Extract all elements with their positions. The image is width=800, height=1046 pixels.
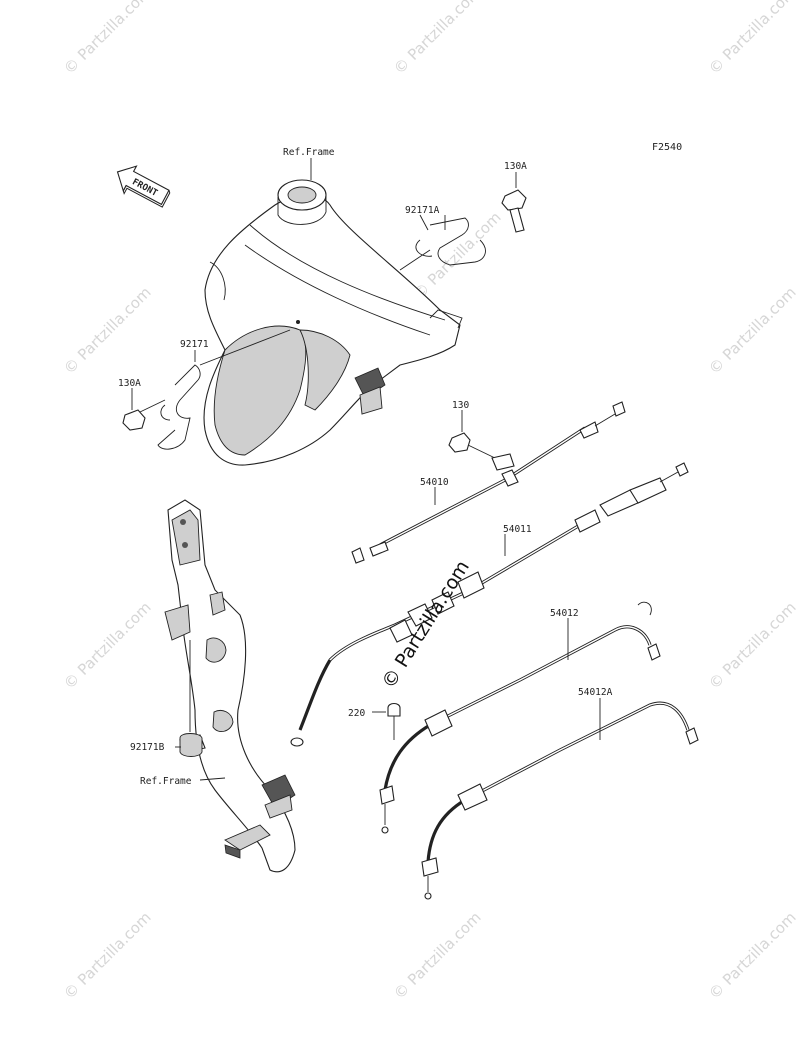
bolt-130 <box>448 410 515 471</box>
part-220 <box>372 702 401 740</box>
watermark: © Partzilla.com <box>705 0 800 78</box>
label-130A-right: 130A <box>504 161 527 172</box>
label-130A-left: 130A <box>118 378 141 389</box>
front-arrow: FRONT <box>116 165 171 208</box>
bolt-130A-left <box>122 399 166 431</box>
leader-lines <box>131 158 601 781</box>
label-54012: 54012 <box>550 608 579 619</box>
watermark: © Partzilla.com <box>60 0 155 78</box>
bolt-130A-right <box>501 172 527 233</box>
clamp-92171A <box>399 215 486 271</box>
watermark: © Partzilla.com <box>390 908 485 1003</box>
label-220: 220 <box>348 708 365 719</box>
label-ref-frame-top: Ref.Frame <box>283 147 335 158</box>
watermark: © Partzilla.com <box>60 908 155 1003</box>
label-92171: 92171 <box>180 339 209 350</box>
watermark: © Partzilla.com <box>705 598 800 693</box>
cable-54011 <box>290 462 689 747</box>
label-92171B: 92171B <box>130 742 165 753</box>
watermark: © Partzilla.com <box>390 0 485 78</box>
clamp-92171 <box>157 329 291 450</box>
watermark: © Partzilla.com <box>60 598 155 693</box>
part-labels: Ref.Frame 130A 92171A 92171 130A 130 540… <box>118 147 613 787</box>
watermark: © Partzilla.com <box>705 283 800 378</box>
label-54010: 54010 <box>420 477 449 488</box>
label-54012A: 54012A <box>578 687 613 698</box>
clamp-92171B <box>179 640 203 757</box>
cable-54010 <box>351 401 626 564</box>
watermark: © Partzilla.com <box>705 908 800 1003</box>
label-130: 130 <box>452 400 469 411</box>
upper-frame <box>203 179 463 466</box>
watermark: © Partzilla.com <box>60 283 155 378</box>
figure-code: F2540 <box>652 142 682 153</box>
label-54011: 54011 <box>503 524 532 535</box>
lower-frame <box>164 499 296 873</box>
label-92171A: 92171A <box>405 205 440 216</box>
cable-54012A <box>421 701 699 900</box>
label-ref-frame-bottom: Ref.Frame <box>140 776 192 787</box>
cable-54012 <box>379 601 661 834</box>
